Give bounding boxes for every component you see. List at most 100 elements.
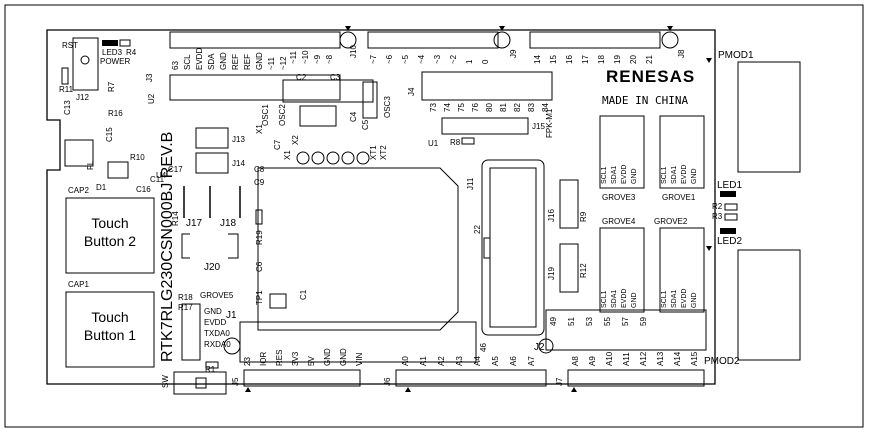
r7-label: R7 — [107, 81, 116, 92]
d1 — [107, 161, 129, 179]
mounting-hole-top-3 — [661, 31, 679, 49]
grove-pin-0-2: EVDD — [621, 165, 628, 184]
pin-j4-5: 81 — [499, 103, 508, 112]
grove1-connector — [659, 115, 705, 189]
connector-j11 — [481, 159, 545, 336]
j15 — [441, 117, 529, 135]
x1-label: X1 — [283, 150, 292, 160]
grove-pin-2-0: SCL1 — [601, 290, 608, 308]
c16-label: C16 — [136, 185, 151, 194]
reset-button-cap — [80, 55, 90, 65]
pin-top-j3-0: 63 — [171, 61, 180, 70]
pin-j7-3: A11 — [622, 352, 631, 366]
j11-key — [483, 237, 491, 259]
pin-top-j9-1: ~6 — [385, 54, 394, 64]
j1-side-pin-0: GND — [204, 307, 222, 316]
d1-label: D1 — [96, 183, 107, 192]
pmod1-label: PMOD1 — [718, 50, 754, 61]
tp1 — [269, 293, 287, 309]
pin-j5-3: 3V3 — [291, 351, 300, 366]
c7-label: C7 — [273, 139, 282, 150]
pin-j6-1: A1 — [419, 356, 428, 366]
j11-label: J11 — [466, 177, 475, 190]
r16-label: R16 — [108, 109, 123, 118]
j2-label: J2 — [534, 342, 545, 353]
grove5-label: GROVE5 — [200, 291, 234, 300]
j19 — [559, 243, 579, 293]
grove-pin-1-0: SCL1 — [661, 166, 668, 184]
grove4-connector — [599, 227, 645, 313]
c8-label: C8 — [254, 165, 265, 174]
pin-j4-1: 74 — [443, 103, 452, 112]
pin-top-j3-1: SCL — [183, 54, 192, 70]
hole-arrow-1 — [345, 26, 351, 31]
n22-label: 22 — [473, 225, 482, 234]
pin-top-j9-3: ~4 — [417, 54, 426, 64]
pin-j5-2: RES — [275, 350, 284, 366]
pin-j7-5: A13 — [656, 351, 665, 366]
pin-j7-7: A15 — [690, 351, 699, 366]
j1-side-pin-1: EVDD — [204, 318, 226, 327]
c1-label: C1 — [299, 289, 308, 300]
header-j1 — [239, 321, 477, 363]
header-j6 — [395, 369, 547, 387]
pin-j6-6: A6 — [509, 356, 518, 366]
pin-j4-8: 84 — [541, 103, 550, 112]
pin-j7-0: A8 — [571, 356, 580, 366]
n46-label: 46 — [479, 343, 488, 352]
r8-label: R8 — [450, 138, 461, 147]
xt1-label: XT1 — [369, 145, 378, 160]
mounting-hole-j2 — [538, 338, 554, 354]
c10-label: R10 — [130, 153, 145, 162]
pin-j4-4: 80 — [485, 103, 494, 112]
header-j3-top — [169, 31, 341, 49]
pin-top-j3-3: SDA — [207, 53, 216, 70]
pin-top-j3-7: GND — [255, 52, 264, 70]
j8-label: J8 — [677, 49, 686, 58]
grove-pin-0-1: SDA1 — [611, 166, 618, 184]
osc2-label: OSC2 — [278, 104, 287, 126]
pin-j2-3: 55 — [603, 317, 612, 326]
pin-top-j9-4: ~3 — [433, 54, 442, 64]
pin-top-j9-6: 1 — [465, 59, 474, 64]
osc-block — [282, 79, 374, 103]
c5-label: C5 — [361, 119, 370, 130]
x2-label: X2 — [291, 135, 300, 145]
j6-label: J6 — [383, 377, 392, 386]
j14 — [195, 152, 229, 174]
renesas-logo: RENESAS — [606, 67, 695, 86]
pin-j7-1: A9 — [588, 356, 597, 366]
made-in-china: MADE IN CHINA — [602, 94, 688, 107]
pin-j2-0: 49 — [549, 317, 558, 326]
j10-label: J10 — [349, 45, 358, 58]
c9-label: C9 — [254, 178, 265, 187]
pin-j6-3: A3 — [455, 356, 464, 366]
r2 — [724, 203, 738, 211]
osc1-label: OSC1 — [261, 104, 270, 126]
fl-label: FL — [86, 160, 95, 170]
j13 — [195, 127, 229, 149]
led3-label: LED3 — [102, 48, 123, 57]
c4-label: C4 — [349, 111, 358, 122]
grove-pin-0-3: GND — [631, 168, 638, 184]
pin-top-j10-1: ~10 — [301, 50, 310, 64]
grove-pin-2-2: EVDD — [621, 289, 628, 308]
j16 — [559, 179, 579, 229]
part-number: RTK7RLG230CSN000BJ REV.B — [159, 132, 176, 362]
pin-top-j9-5: ~2 — [449, 54, 458, 64]
pin-top-j9-7: 0 — [481, 59, 490, 64]
j7-label: J7 — [555, 377, 564, 386]
grove3-label: GROVE3 — [602, 193, 636, 202]
j18-label: J18 — [220, 218, 237, 229]
c2-label: C2 — [296, 73, 307, 82]
touch-button-2 — [65, 197, 155, 274]
r9-label: R9 — [579, 211, 588, 222]
pin-j5-7: VIN — [355, 352, 364, 366]
c13-label: C13 — [63, 100, 72, 115]
osc3-label: OSC3 — [383, 96, 392, 118]
pin-j6-4: A4 — [473, 356, 482, 366]
